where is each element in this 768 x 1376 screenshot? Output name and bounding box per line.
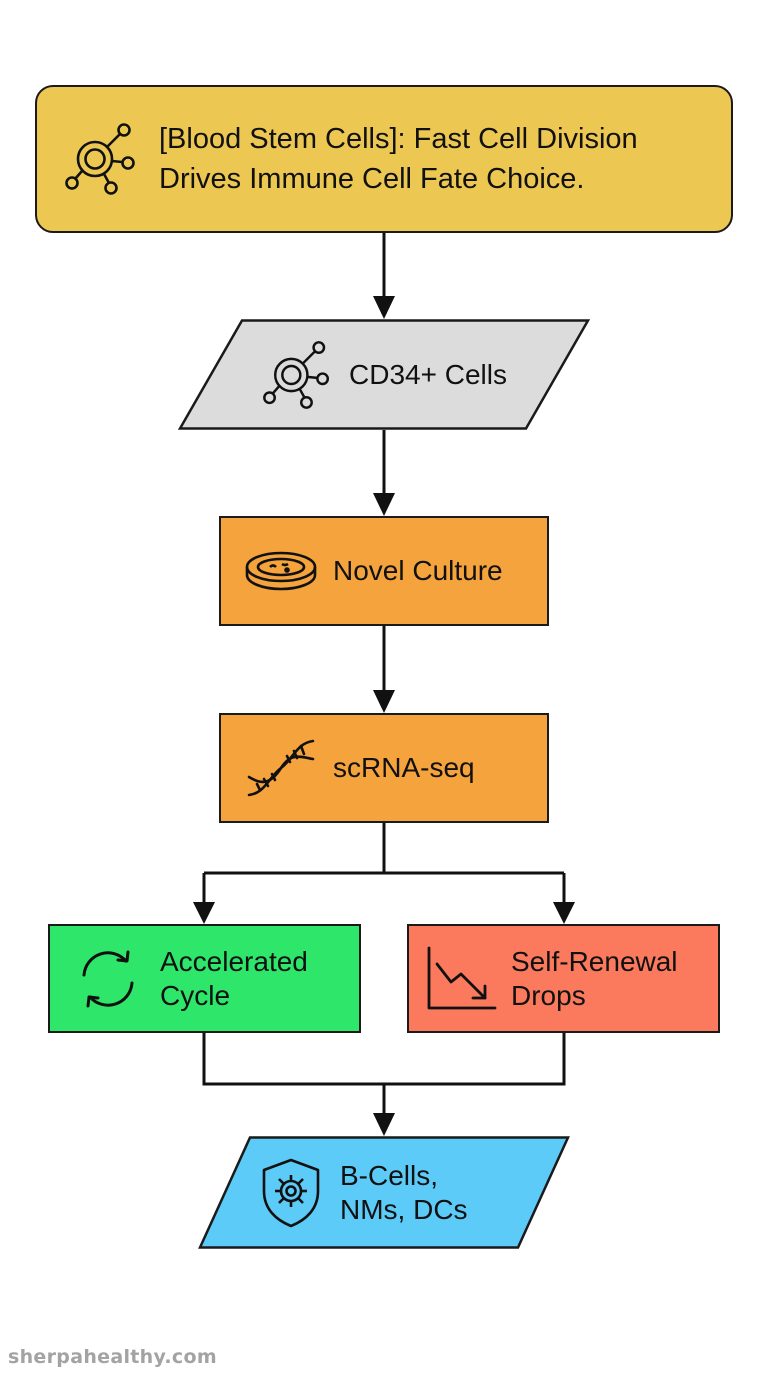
sequencing-node: scRNA-seq <box>219 713 549 823</box>
culture-node: Novel Culture <box>219 516 549 626</box>
immune-shield-icon <box>258 1157 324 1229</box>
cycle-node: Accelerated Cycle <box>48 924 361 1033</box>
arrowhead-to-cycle <box>193 902 215 924</box>
arrowhead-to-cells <box>373 296 395 319</box>
renewal-label: Self-Renewal Drops <box>511 945 678 1011</box>
input-cells-label: CD34+ Cells <box>349 358 507 390</box>
sequencing-label: scRNA-seq <box>333 752 475 783</box>
dna-helix-icon <box>243 737 319 799</box>
arrowhead-to-culture <box>373 493 395 516</box>
input-cells-node: CD34+ Cells <box>178 319 590 430</box>
diagram-title: [Blood Stem Cells]: Fast Cell Division D… <box>159 123 638 195</box>
cell-network-icon <box>63 121 139 197</box>
renewal-node: Self-Renewal Drops <box>407 924 720 1033</box>
title-box: [Blood Stem Cells]: Fast Cell Division D… <box>35 85 733 233</box>
arrowhead-to-seq <box>373 690 395 713</box>
arrowhead-to-renewal <box>553 902 575 924</box>
connector-merge <box>202 1033 566 1116</box>
cell-network-icon <box>261 339 333 411</box>
downward-trend-icon <box>425 946 497 1012</box>
watermark-text: sherpahealthy.com <box>8 1346 217 1368</box>
connector-seq-split <box>202 823 566 905</box>
cycle-arrows-icon <box>74 945 142 1013</box>
cycle-label: Accelerated Cycle <box>160 945 308 1011</box>
petri-dish-icon <box>243 546 319 596</box>
outcome-node: B-Cells, NMs, DCs <box>198 1136 570 1249</box>
outcome-label: B-Cells, NMs, DCs <box>340 1159 468 1225</box>
culture-label: Novel Culture <box>333 555 503 586</box>
arrowhead-to-outcome <box>373 1113 395 1136</box>
